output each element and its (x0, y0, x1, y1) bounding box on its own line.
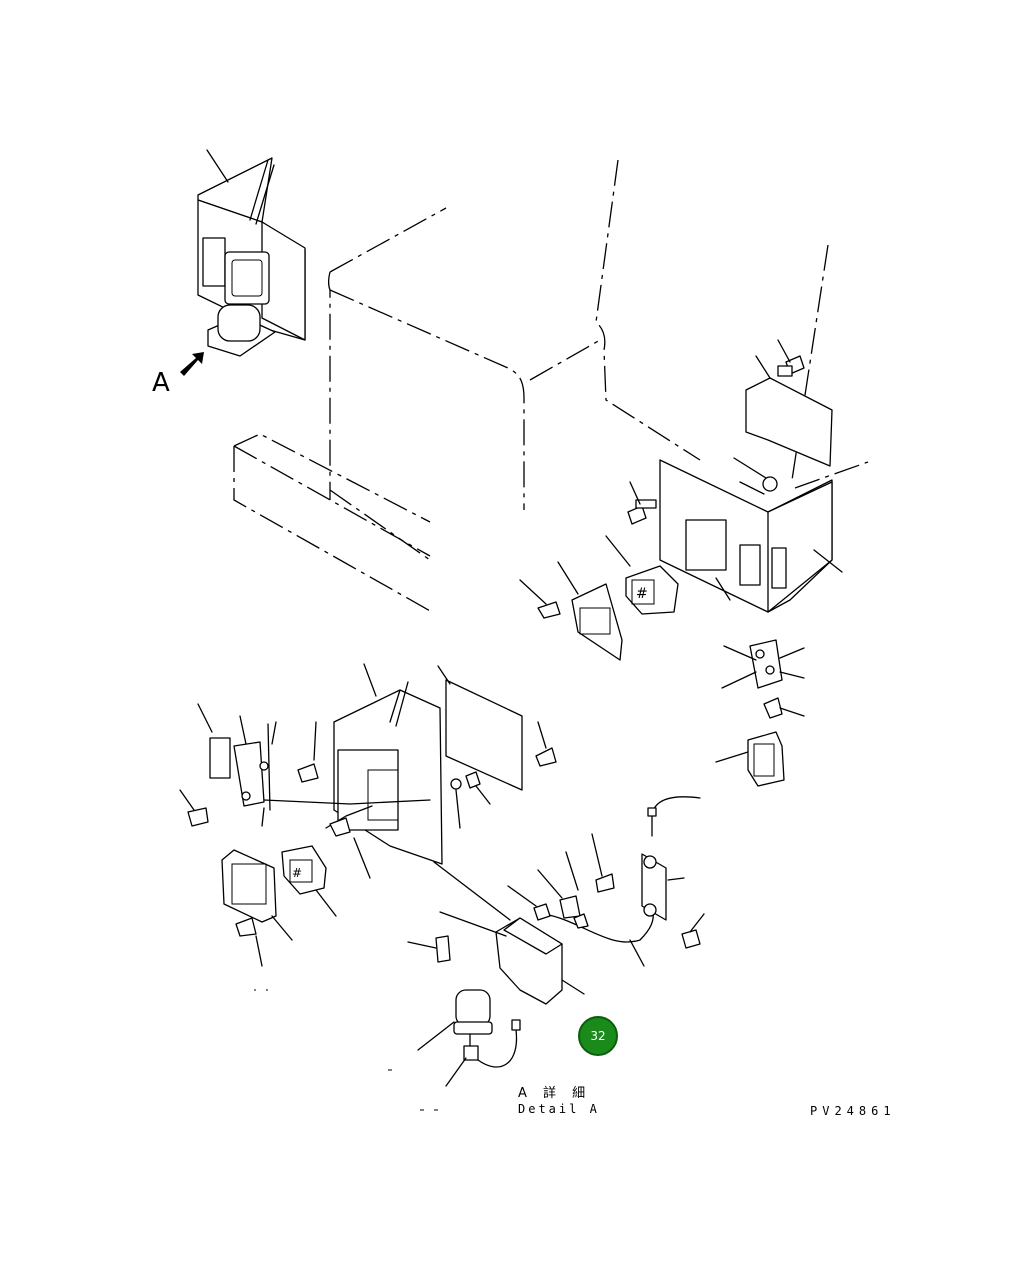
svg-text:#: # (292, 866, 302, 880)
view-arrow-icon (180, 352, 204, 376)
top-right-lamp-box: # (519, 339, 843, 787)
drawing-number: PV24861 (810, 1104, 896, 1118)
bolt (777, 355, 805, 377)
detail-a-assembly: # (179, 663, 705, 1111)
cab-body-outline (233, 159, 869, 613)
rotating-beacon-icon (453, 989, 493, 1061)
view-label: A (152, 368, 170, 398)
svg-text:#: # (636, 586, 648, 602)
detail-caption-english: Detail A (518, 1102, 600, 1116)
lamp-lens-hash-icon: # (625, 565, 679, 615)
page-badge[interactable]: 32 (578, 1016, 618, 1056)
detail-caption-japanese: A 詳 細 (518, 1086, 592, 1101)
top-left-lamp-assembly (180, 149, 306, 376)
